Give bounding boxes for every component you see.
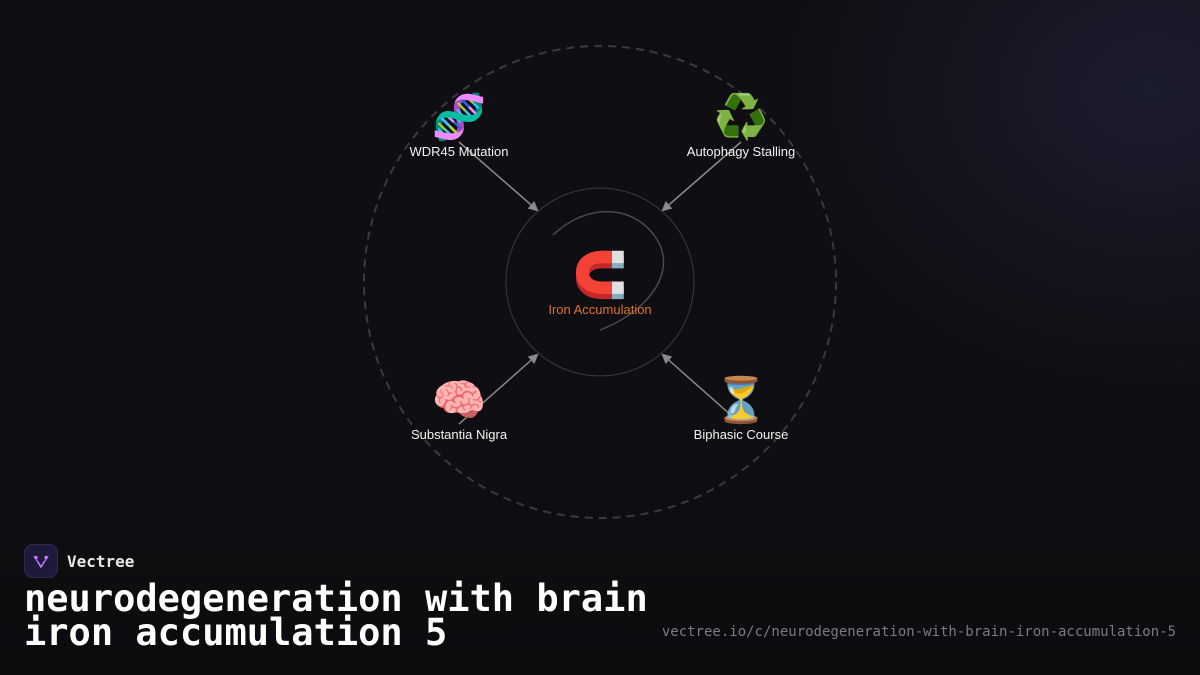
node-label: Autophagy Stalling (686, 144, 796, 159)
brain-icon: 🧠 (431, 376, 487, 425)
center-swirl-curve (552, 210, 665, 331)
page-title: neurodegeneration with brain iron accumu… (24, 577, 648, 654)
magnet-icon: 🧲 (572, 251, 628, 300)
dna-icon: 🧬 (431, 93, 487, 142)
center-node-iron-accumulation: 🧲 Iron Accumulation (520, 250, 680, 317)
vectree-logo-icon (24, 544, 58, 578)
center-node-label: Iron Accumulation (548, 302, 652, 317)
hourglass-icon: ⏳ (713, 376, 769, 425)
node-label: Biphasic Course (693, 427, 789, 442)
arrow-biphasic-to-center (661, 353, 742, 425)
arrow-substantia-to-center (458, 353, 539, 425)
node-biphasic-course: ⏳ Biphasic Course (661, 375, 821, 442)
node-autophagy-stalling: ♻️ Autophagy Stalling (661, 92, 821, 159)
arrow-autophagy-to-center (661, 141, 742, 212)
node-substantia-nigra: 🧠 Substantia Nigra (379, 375, 539, 442)
inner-ring (505, 187, 695, 377)
brand-name: Vectree (67, 551, 135, 571)
recycle-icon: ♻️ (713, 93, 769, 142)
brand: Vectree (24, 544, 134, 578)
arrow-wdr45-to-center (458, 141, 539, 212)
node-wdr45-mutation: 🧬 WDR45 Mutation (379, 92, 539, 159)
node-label: WDR45 Mutation (409, 144, 509, 159)
outer-dashed-ring (363, 45, 837, 519)
page-url[interactable]: vectree.io/c/neurodegeneration-with-brai… (661, 624, 1176, 640)
node-label: Substantia Nigra (410, 427, 508, 442)
